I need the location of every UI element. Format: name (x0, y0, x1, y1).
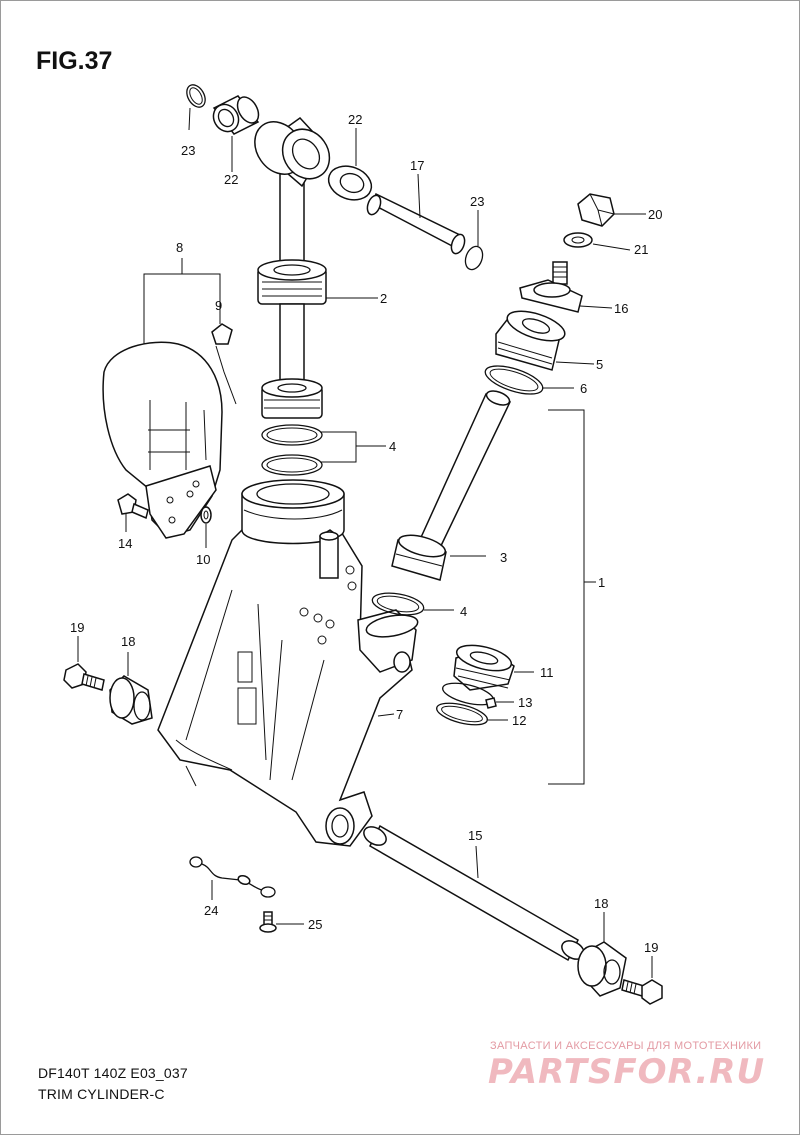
part-7-cylinder-housing (157, 479, 419, 847)
callout-18-right: 18 (594, 896, 608, 911)
callout-16: 16 (614, 301, 628, 316)
part-19-bolt-right (621, 956, 663, 1005)
part-12-o-ring (436, 702, 508, 726)
footer-section-title: TRIM CYLINDER-C (38, 1086, 165, 1102)
part-23-circlip-left (186, 84, 206, 131)
callout-15: 15 (468, 828, 482, 843)
footer-model-code: DF140T 140Z E03_037 (38, 1065, 188, 1081)
callout-4-upper: 4 (389, 439, 396, 454)
part-24-ground-wire (189, 856, 276, 900)
callout-9: 9 (215, 298, 222, 313)
part-19-bolt-left (63, 636, 105, 691)
watermark-logo: PARTSFOR.RU (488, 1052, 766, 1092)
part-5-gland-nut (495, 310, 595, 371)
part-17-pivot-pin (366, 173, 466, 255)
callout-18-left: 18 (121, 634, 135, 649)
watermark-tagline: ЗАПЧАСТИ И АКСЕССУАРЫ ДЛЯ МОТОТЕХНИКИ (490, 1040, 762, 1052)
part-4-o-rings-upper (261, 424, 386, 476)
callout-1: 1 (598, 575, 605, 590)
callout-19-left: 19 (70, 620, 84, 635)
part-18-bushing-right (577, 912, 627, 997)
callout-17: 17 (410, 158, 424, 173)
callout-14: 14 (118, 536, 132, 551)
part-1-assembly-bracket (548, 409, 596, 785)
callout-13: 13 (518, 695, 532, 710)
part-25-screw (259, 911, 304, 933)
part-15-shaft (363, 824, 585, 962)
part-13-clip (442, 682, 514, 709)
callout-2: 2 (380, 291, 387, 306)
callout-23-left: 23 (181, 143, 195, 158)
figure-title: FIG.37 (36, 47, 113, 75)
part-18-bushing-left (109, 652, 153, 725)
callout-22-left: 22 (224, 172, 238, 187)
part-22-bushing-left (212, 95, 260, 172)
part-22-bushing-right (327, 128, 373, 201)
part-14-bolt (117, 493, 149, 532)
callout-10: 10 (196, 552, 210, 567)
callout-23-right: 23 (470, 194, 484, 209)
part-20-nut (577, 193, 646, 227)
part-2-piston-rod (254, 117, 378, 419)
callout-24: 24 (204, 903, 218, 918)
callout-20: 20 (648, 207, 662, 222)
part-4-o-ring-lower (371, 592, 454, 616)
part-23-circlip-right (464, 210, 484, 271)
callout-7: 7 (396, 707, 403, 722)
part-16-valve-fitting (519, 261, 613, 313)
part-11-piston (453, 644, 534, 691)
part-3-tilt-rod (391, 390, 512, 581)
callout-12: 12 (512, 713, 526, 728)
callout-4-lower: 4 (460, 604, 467, 619)
callout-21: 21 (634, 242, 648, 257)
callout-3: 3 (500, 550, 507, 565)
callout-5: 5 (596, 357, 603, 372)
callout-6: 6 (580, 381, 587, 396)
part-8-cover (102, 258, 223, 539)
callout-22-right: 22 (348, 112, 362, 127)
part-9-grommet (211, 316, 237, 405)
callout-19-right: 19 (644, 940, 658, 955)
callout-25: 25 (308, 917, 322, 932)
part-6-o-ring (484, 365, 574, 395)
part-21-washer (563, 232, 631, 251)
callout-11: 11 (540, 665, 554, 680)
part-10-washer (200, 506, 212, 548)
callout-8: 8 (176, 240, 183, 255)
